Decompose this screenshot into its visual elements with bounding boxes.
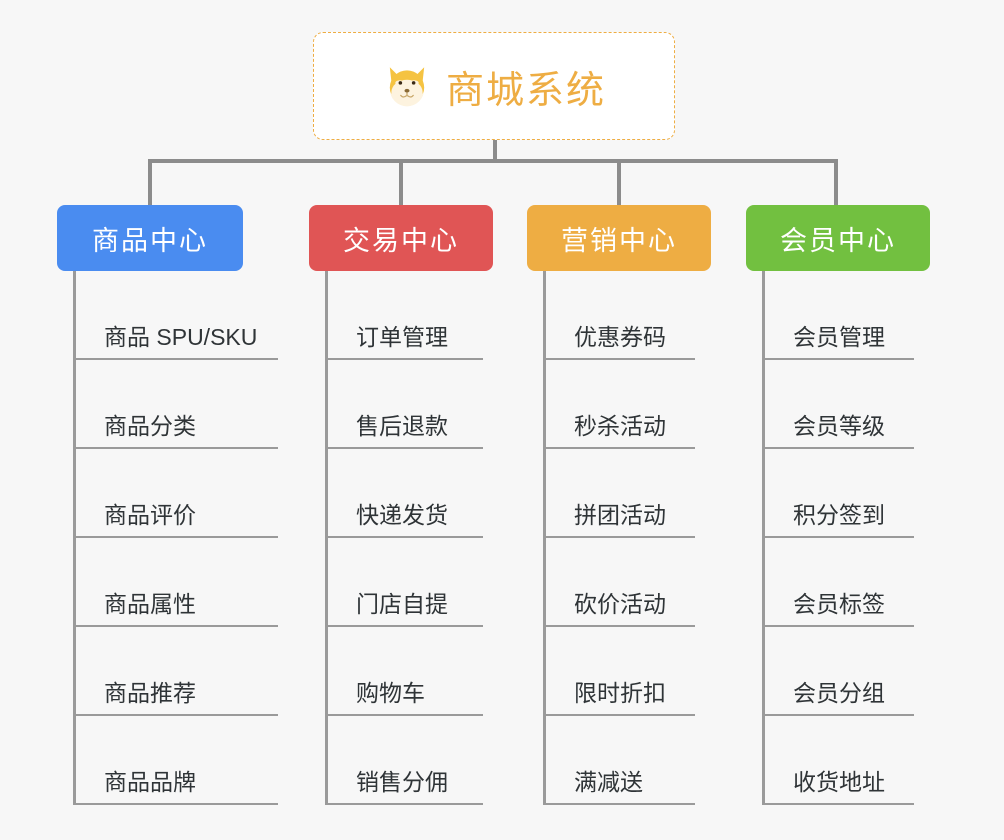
connector-drop-1 <box>148 159 152 207</box>
leaf-label: 秒杀活动 <box>574 413 666 440</box>
leaf-item[interactable]: 会员分组 <box>765 627 914 716</box>
leaf-item[interactable]: 拼团活动 <box>546 449 695 538</box>
branch-header-label-4: 会员中心 <box>780 225 896 256</box>
leaf-item[interactable]: 商品属性 <box>76 538 278 627</box>
leaf-item[interactable]: 积分签到 <box>765 449 914 538</box>
branch-header-2[interactable]: 交易中心 <box>309 205 493 271</box>
leaf-item[interactable]: 售后退款 <box>328 360 483 449</box>
branch-header-box-1[interactable]: 商品中心 <box>57 205 243 271</box>
leaf-label: 砍价活动 <box>574 591 666 618</box>
leaf-label: 门店自提 <box>356 591 448 618</box>
branch-leaf-list-2: 订单管理 售后退款 快递发货 门店自提 购物车 销售分佣 <box>325 271 483 805</box>
leaf-item[interactable]: 购物车 <box>328 627 483 716</box>
branch-leaf-list-3: 优惠券码 秒杀活动 拼团活动 砍价活动 限时折扣 满减送 <box>543 271 695 805</box>
connector-root-stub <box>493 140 497 162</box>
leaf-label: 售后退款 <box>356 413 448 440</box>
branch-header-3[interactable]: 营销中心 <box>527 205 711 271</box>
leaf-item[interactable]: 优惠券码 <box>546 271 695 360</box>
leaf-label: 优惠券码 <box>574 324 666 351</box>
branch-header-1[interactable]: 商品中心 <box>57 205 243 271</box>
leaf-label: 满减送 <box>574 769 643 796</box>
leaf-item[interactable]: 收货地址 <box>765 716 914 805</box>
leaf-label: 商品评价 <box>104 502 196 529</box>
leaf-label: 限时折扣 <box>574 680 666 707</box>
leaf-item[interactable]: 商品推荐 <box>76 627 278 716</box>
connector-drop-4 <box>834 159 838 207</box>
leaf-item[interactable]: 订单管理 <box>328 271 483 360</box>
leaf-label: 商品推荐 <box>104 680 196 707</box>
leaf-item[interactable]: 会员等级 <box>765 360 914 449</box>
branch-header-box-3[interactable]: 营销中心 <box>527 205 711 271</box>
branch-leaf-list-4: 会员管理 会员等级 积分签到 会员标签 会员分组 收货地址 <box>762 271 914 805</box>
leaf-item[interactable]: 限时折扣 <box>546 627 695 716</box>
root-title: 商城系统 <box>445 69 606 112</box>
leaf-label: 销售分佣 <box>356 769 448 796</box>
leaf-item[interactable]: 商品评价 <box>76 449 278 538</box>
connector-drop-2 <box>399 159 403 207</box>
leaf-item[interactable]: 砍价活动 <box>546 538 695 627</box>
connector-drop-3 <box>617 159 621 207</box>
leaf-item[interactable]: 快递发货 <box>328 449 483 538</box>
leaf-item[interactable]: 满减送 <box>546 716 695 805</box>
leaf-item[interactable]: 会员管理 <box>765 271 914 360</box>
leaf-label: 收货地址 <box>793 769 885 796</box>
branch-leaf-list-1: 商品 SPU/SKU 商品分类 商品评价 商品属性 商品推荐 商品品牌 <box>73 271 278 805</box>
leaf-item[interactable]: 会员标签 <box>765 538 914 627</box>
leaf-item[interactable]: 商品品牌 <box>76 716 278 805</box>
leaf-label: 会员管理 <box>793 324 885 351</box>
leaf-label: 商品分类 <box>104 413 196 440</box>
leaf-label: 快递发货 <box>356 502 448 529</box>
branch-header-box-2[interactable]: 交易中心 <box>309 205 493 271</box>
leaf-label: 商品品牌 <box>104 769 196 796</box>
leaf-label: 购物车 <box>356 680 425 707</box>
branch-header-label-2: 交易中心 <box>343 225 459 256</box>
branch-header-4[interactable]: 会员中心 <box>746 205 930 271</box>
leaf-item[interactable]: 销售分佣 <box>328 716 483 805</box>
leaf-label: 会员分组 <box>793 680 885 707</box>
root-node[interactable]: 商城系统 <box>313 32 675 140</box>
branch-header-box-4[interactable]: 会员中心 <box>746 205 930 271</box>
leaf-item[interactable]: 门店自提 <box>328 538 483 627</box>
shiba-dog-face-icon <box>382 61 432 111</box>
leaf-label: 会员标签 <box>793 591 885 618</box>
branch-header-label-3: 营销中心 <box>561 225 677 256</box>
leaf-label: 商品属性 <box>104 591 196 618</box>
connector-horizontal-bus <box>150 159 838 163</box>
leaf-item[interactable]: 秒杀活动 <box>546 360 695 449</box>
leaf-item[interactable]: 商品 SPU/SKU <box>76 271 278 360</box>
leaf-label: 会员等级 <box>793 413 885 440</box>
leaf-label: 商品 SPU/SKU <box>104 324 258 351</box>
leaf-label: 订单管理 <box>356 324 448 351</box>
branch-header-label-1: 商品中心 <box>92 225 208 256</box>
leaf-label: 拼团活动 <box>574 502 666 529</box>
leaf-item[interactable]: 商品分类 <box>76 360 278 449</box>
leaf-label: 积分签到 <box>793 502 885 529</box>
